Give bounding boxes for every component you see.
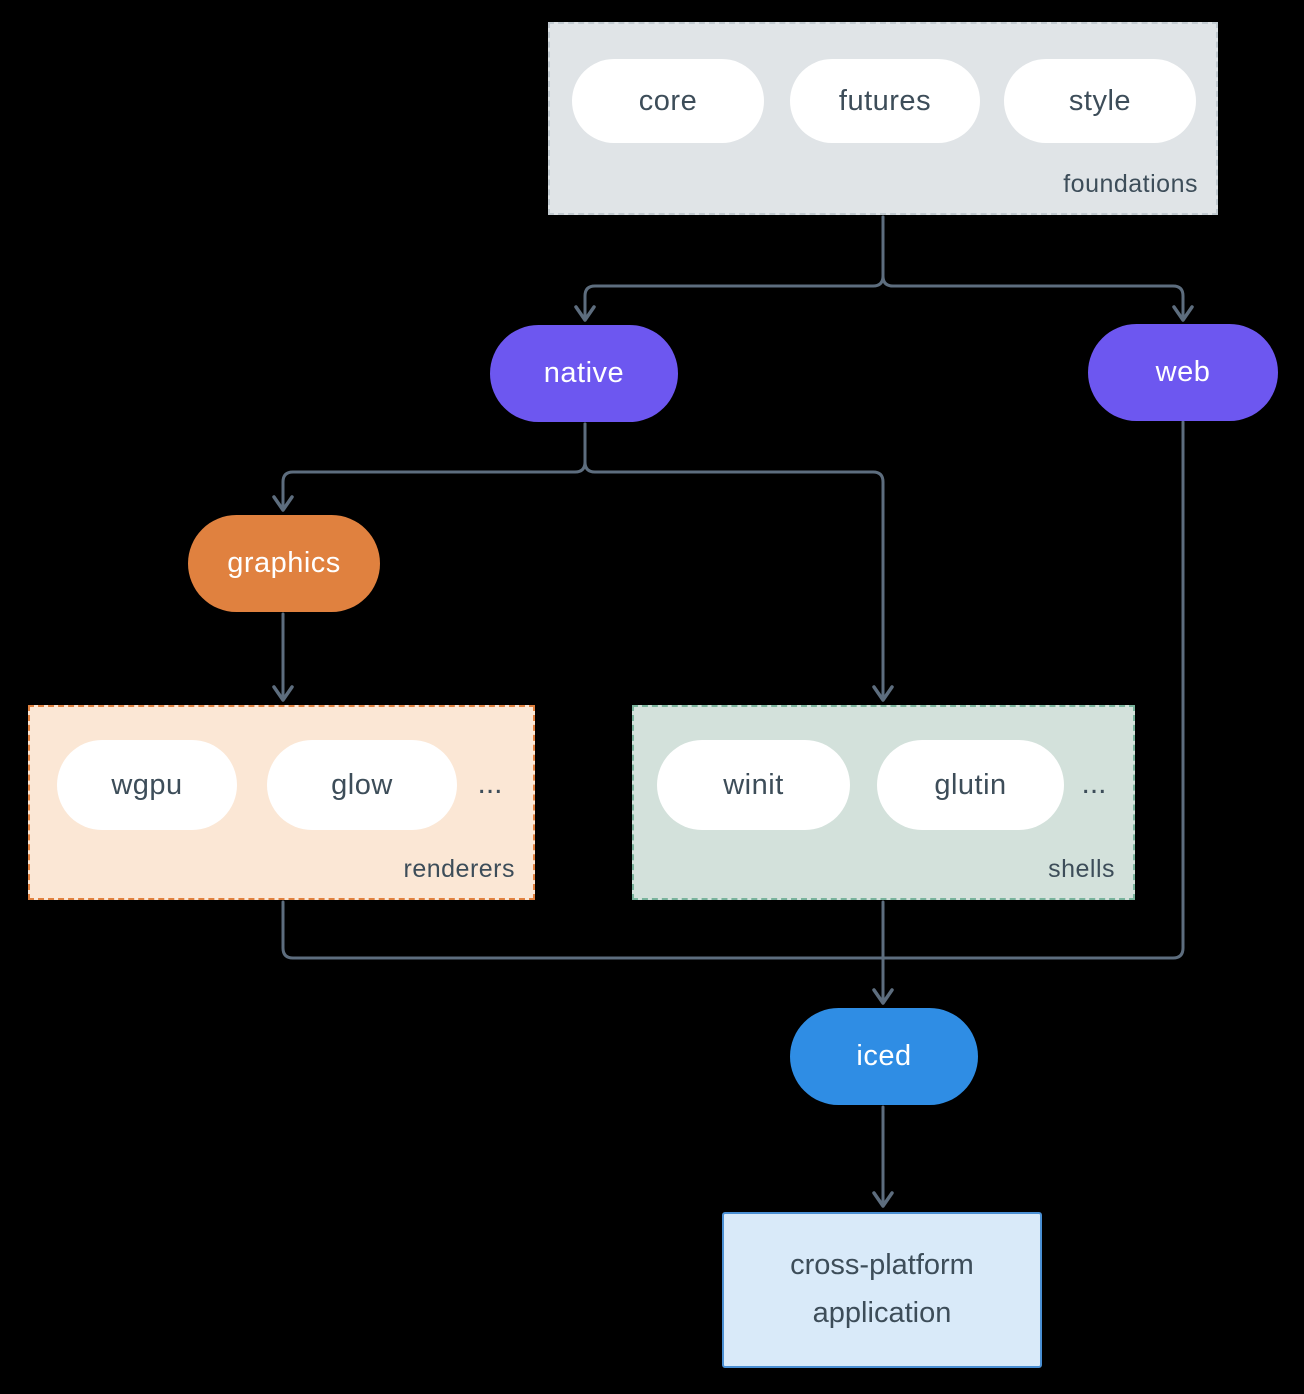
arrowhead-native <box>574 305 596 322</box>
node-iced: iced <box>790 1008 978 1105</box>
connector-lines <box>272 215 1194 1208</box>
arrowhead-renderers <box>272 685 294 702</box>
renderers-ellipsis: ... <box>477 767 503 800</box>
arrowhead-graphics <box>272 495 294 512</box>
arrowhead-web <box>1172 305 1194 322</box>
arrowhead-application <box>872 1191 894 1208</box>
arrowhead-shells <box>872 685 894 702</box>
node-native: native <box>490 325 678 422</box>
edge-web-iced <box>881 420 1185 960</box>
edge-native-shells <box>583 422 885 699</box>
shells-group: winit glutin ... shells <box>632 705 1135 900</box>
node-glutin: glutin <box>877 740 1064 830</box>
renderers-group-label: renderers <box>403 855 515 883</box>
node-core: core <box>572 59 764 143</box>
node-style: style <box>1004 59 1196 143</box>
node-glow: glow <box>267 740 457 830</box>
foundations-group: core futures style foundations <box>548 22 1218 215</box>
shells-group-label: shells <box>1048 855 1115 883</box>
node-winit: winit <box>657 740 850 830</box>
edge-foundations-native <box>583 215 885 319</box>
arrowhead-iced <box>872 988 894 1005</box>
edge-native-graphics <box>281 422 587 509</box>
node-wgpu: wgpu <box>57 740 237 830</box>
node-futures: futures <box>790 59 980 143</box>
edge-foundations-web <box>881 215 1185 319</box>
edge-renderers-iced <box>281 900 885 960</box>
node-web: web <box>1088 324 1278 421</box>
node-graphics: graphics <box>188 515 380 612</box>
renderers-group: wgpu glow ... renderers <box>28 705 535 900</box>
application-box: cross-platform application <box>722 1212 1042 1368</box>
foundations-group-label: foundations <box>1063 170 1198 198</box>
shells-ellipsis: ... <box>1081 767 1107 800</box>
